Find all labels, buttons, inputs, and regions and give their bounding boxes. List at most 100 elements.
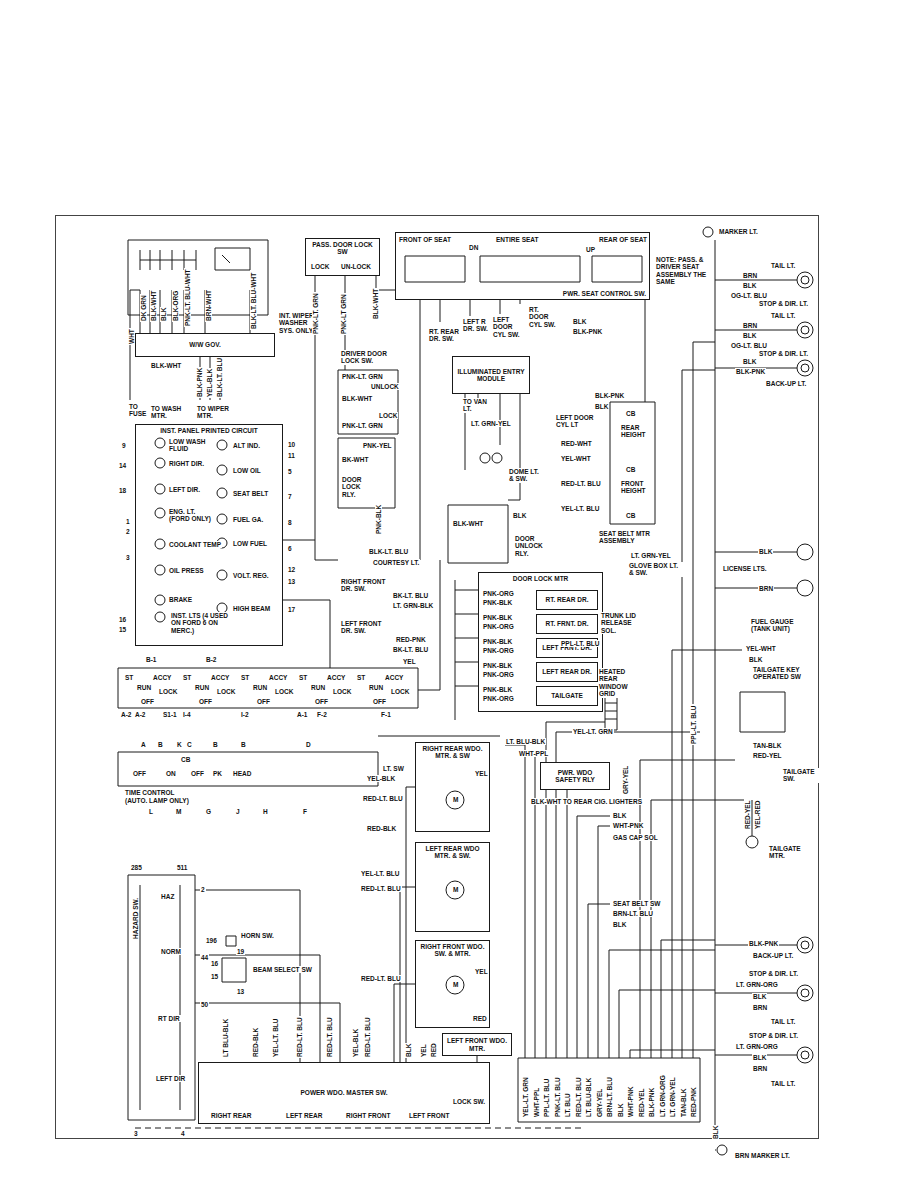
node-label: POWER WDO. MASTER SW.	[300, 1089, 387, 1096]
wire-label: HAZ	[160, 893, 175, 900]
wire-label: BLK-PNK	[748, 940, 779, 947]
wire-label: BK-WHT	[341, 456, 369, 463]
node-label: ILLUMINATED ENTRY MODULE	[456, 368, 526, 383]
wire-label: LEFT FRONT DR. SW.	[340, 620, 387, 635]
wire-label: PNK-YEL	[362, 442, 393, 449]
wire-label: CB	[625, 512, 636, 519]
wire-label: BLK	[742, 282, 757, 289]
wire-label: RT DIR	[157, 1015, 181, 1022]
wire-label: BLK-PNK	[572, 328, 603, 335]
wire-label: RED	[430, 1042, 437, 1058]
wire-label: FRONT OF SEAT	[398, 236, 452, 243]
wire-label: TO FUSE	[128, 403, 152, 418]
wire-label: S1-1	[162, 711, 178, 718]
wire-label: BLK	[405, 1043, 412, 1058]
wire-label: RED-YEL	[744, 799, 751, 830]
wire-label: WHT	[128, 328, 135, 345]
wire-label: PNK-BLK	[482, 686, 513, 693]
wire-label: B	[240, 741, 247, 748]
wire-label: BLK	[612, 812, 627, 819]
wire-label: ACCY	[326, 674, 346, 681]
wire-label: OFF	[314, 698, 329, 705]
node-label: LEFT FRNT. DR.	[542, 644, 591, 651]
harness-wires	[505, 342, 744, 1122]
window-motor-box: LEFT FRONT WDO. MTR.	[442, 1033, 512, 1056]
wire-label: RUN	[194, 684, 210, 691]
node-label: W/W GOV.	[189, 341, 221, 348]
wire-label: 6	[287, 545, 293, 552]
wire-label: LT. BLU-BLK	[505, 738, 546, 745]
dashed-line	[135, 1128, 585, 1129]
wire-label: A-1	[296, 711, 308, 718]
wire-label: INST. LTS (4 USED ON FORD 6 ON MERC.)	[170, 612, 240, 634]
wire-label: DOOR UNLOCK RLY.	[514, 535, 554, 557]
wire-label: PNK-BLK	[482, 614, 513, 621]
wire-label: OFF	[198, 698, 213, 705]
wire-label: BLK	[758, 548, 773, 555]
wire-label: 16	[210, 960, 219, 967]
wire-label: RED-LT. BLU	[560, 480, 602, 487]
node-label: RT. REAR DR.	[546, 596, 589, 603]
wire-label: 13	[287, 578, 296, 585]
wire-label: YEL	[402, 658, 417, 665]
wire-label: PNK-LT. GRN	[312, 292, 319, 335]
wire-label: PNK-LT. BLU	[554, 1076, 561, 1118]
wire-label: NORM	[160, 948, 182, 955]
lock-motor-box: RT. FRNT. DR.	[536, 614, 598, 634]
wire-label: B	[157, 741, 164, 748]
wire-label: RUN	[368, 684, 384, 691]
wire-label: BLK-PNK	[594, 392, 625, 399]
wire-label: STOP & DIR. LT.	[748, 970, 799, 977]
door-seat-wires	[315, 256, 655, 720]
wire-label: LT. BLU-BLK	[585, 1077, 592, 1118]
wire-label: ENG. LT. (FORD ONLY)	[168, 508, 212, 523]
wire-label: OG-LT. BLU	[730, 292, 768, 299]
wire-label: LOW WASH FLUID	[168, 438, 210, 453]
wire-label: BRN	[752, 1065, 768, 1072]
wire-label: BLK-WHT	[150, 290, 157, 322]
wire-label: BRAKE	[168, 596, 193, 603]
wire-label: CB	[625, 466, 636, 473]
wire-label: LICENSE LTS.	[722, 565, 768, 572]
node-label: LEFT REAR WDO MTR. & SW.	[419, 845, 486, 860]
wire-label: RED-PNK	[395, 636, 427, 643]
wire-label: STOP & DIR. LT.	[758, 350, 809, 357]
wire-label: RED-BLK	[366, 825, 397, 832]
wire-label: LT. GRN-ORG	[659, 1074, 666, 1118]
wire-label: RED-YEL	[638, 1087, 645, 1118]
master-switch-box: POWER WDO. MASTER SW.	[198, 1062, 490, 1124]
wire-label: PPL-LT. BLU	[690, 704, 697, 745]
wire-label: ENTIRE SEAT	[495, 236, 540, 243]
wire-label: 4	[180, 1130, 186, 1137]
wire-label: YEL-WHT	[560, 455, 592, 462]
wire-label: DRIVER DOOR LOCK SW.	[340, 350, 402, 365]
wire-label: LOCK	[158, 688, 178, 695]
wire-label: I-4	[182, 711, 192, 718]
wire-label: BRN-LT. BLU	[612, 910, 654, 917]
wire-label: HEATED REAR WINDOW GRID	[598, 668, 645, 698]
node-label: RIGHT REAR WDO. MTR. & SW	[419, 745, 486, 760]
wire-label: 2	[125, 528, 131, 535]
wire-label: WHT-PNK	[612, 822, 644, 829]
wire-label: PNK-LT. GRN	[341, 422, 384, 429]
wire-label: 1	[125, 518, 131, 525]
wire-label: A-2	[134, 711, 146, 718]
wire-label: LT. GRN-YEL	[669, 1076, 676, 1118]
wire-label: 5	[287, 468, 293, 475]
wire-label: TIME CONTROL	[124, 789, 175, 796]
wire-label: RUN	[252, 684, 268, 691]
wire-label: BLK-WHT	[372, 288, 379, 320]
wire-label: F-1	[380, 711, 392, 718]
wire-label: BLK-WHT	[452, 520, 484, 527]
wire-label: PNK-ORG	[482, 647, 515, 654]
wire-label: LOCK SW.	[452, 1098, 486, 1105]
wire-label: LT. GRN-ORG	[735, 981, 779, 988]
lamp-symbols	[155, 227, 813, 1155]
wire-label: A	[140, 741, 147, 748]
wire-label: YEL-LT. BLU	[272, 1017, 279, 1058]
node-label: LEFT REAR DR.	[542, 668, 591, 675]
governor-box: W/W GOV.	[135, 333, 275, 357]
wire-label: BLK	[160, 307, 167, 322]
wire-label: RED-YEL	[752, 752, 783, 759]
